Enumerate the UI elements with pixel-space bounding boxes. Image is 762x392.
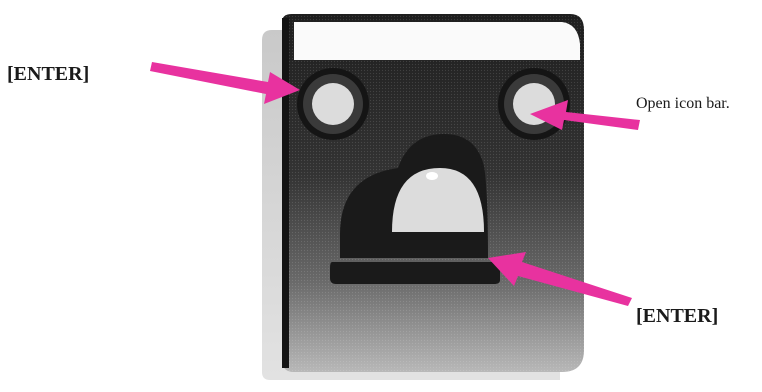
center-button-label: [ENTER] bbox=[636, 305, 718, 328]
left-button-label: [ENTER] bbox=[7, 63, 89, 86]
right-button-label: Open icon bar. bbox=[636, 95, 730, 113]
left-round-button-icon bbox=[297, 68, 369, 140]
